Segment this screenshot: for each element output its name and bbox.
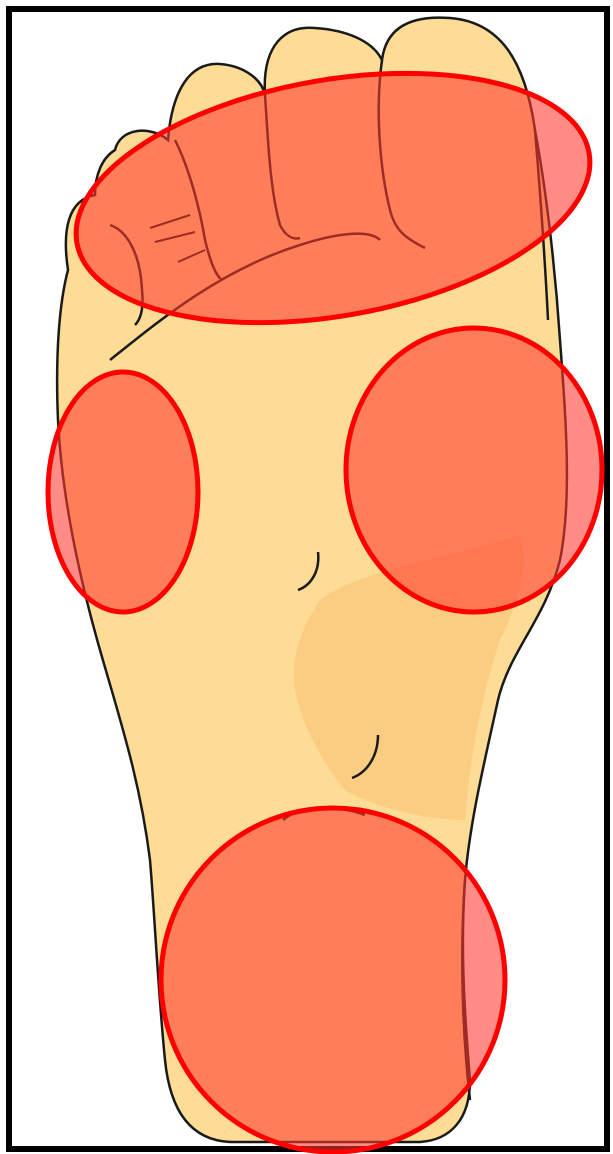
region-heel [161,808,505,1152]
region-inner-ball [48,372,198,612]
region-outer-ball [346,328,602,612]
